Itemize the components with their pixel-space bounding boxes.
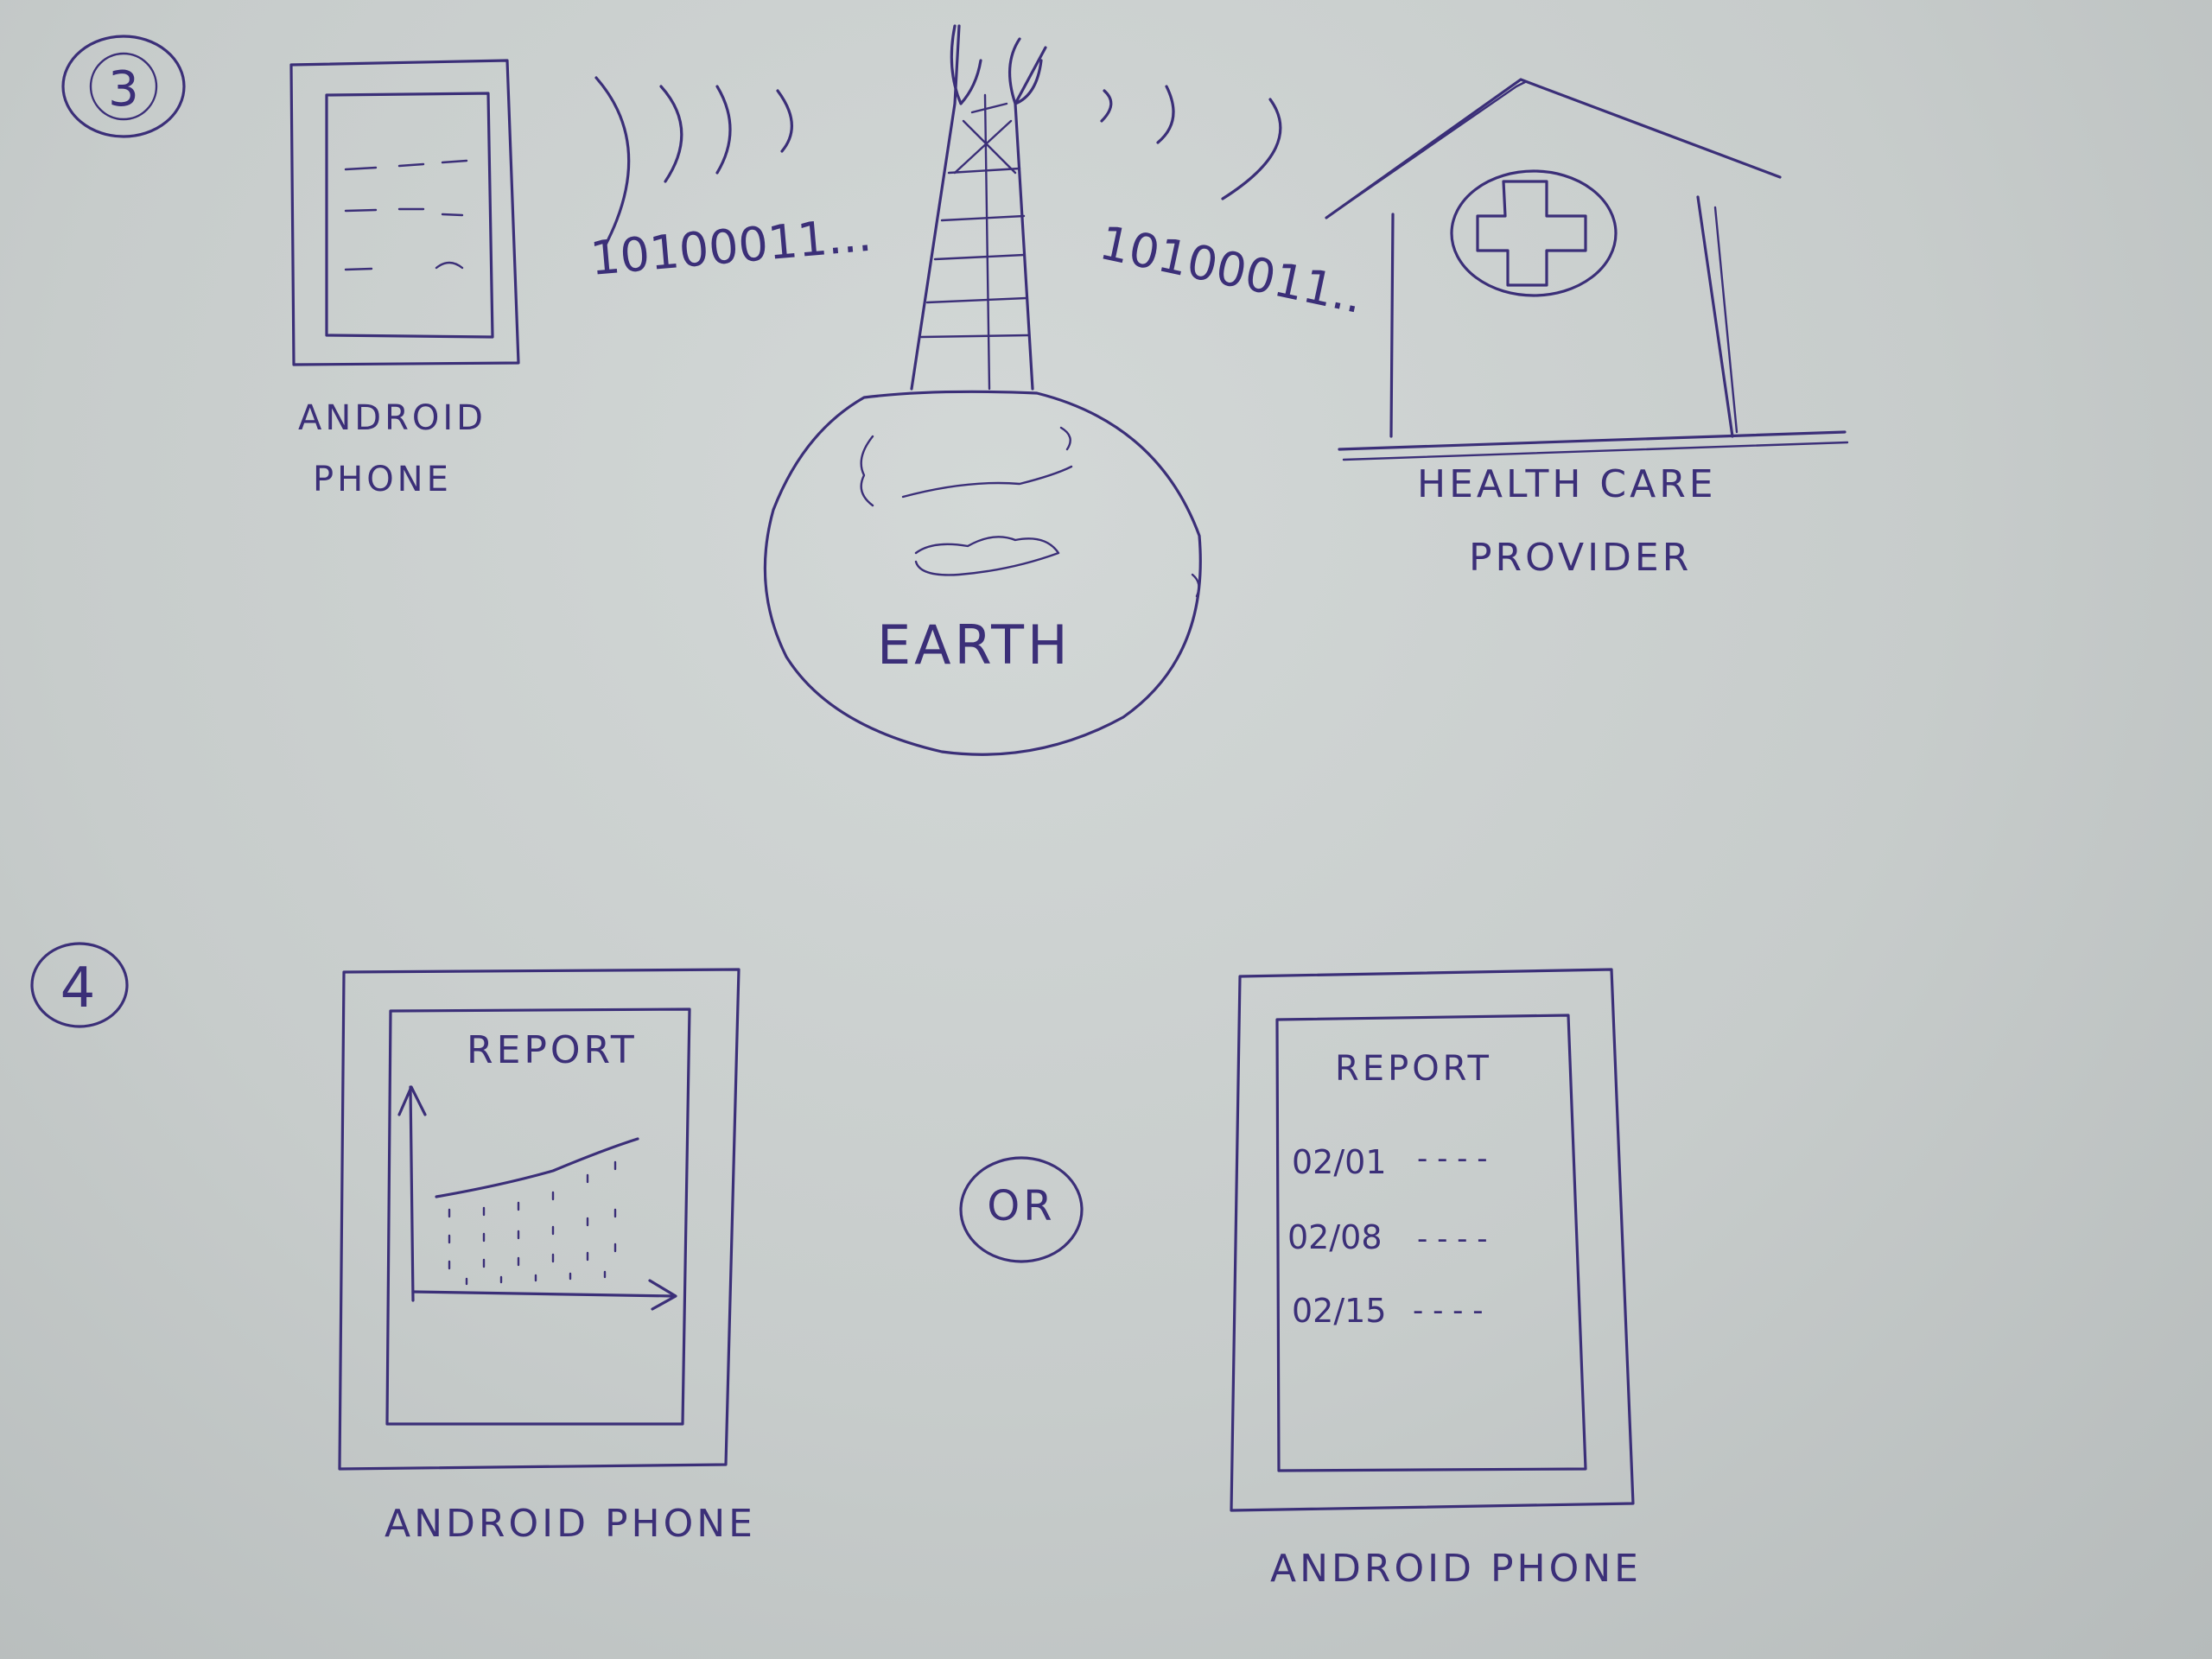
- cell-tower-icon: [910, 24, 1047, 391]
- step-4-number: 4: [60, 957, 96, 1020]
- report-chart-fill: [448, 1160, 617, 1286]
- report-row-date: 02/01: [1292, 1143, 1387, 1181]
- earth-label: EARTH: [877, 613, 1071, 677]
- report-row-value: - - - -: [1413, 1294, 1484, 1328]
- report-list: 02/01 - - - - 02/08 - - - - 02/15 - - - …: [1287, 1141, 1488, 1330]
- report-row: 02/01 - - - -: [1292, 1141, 1488, 1181]
- android-phone-top: [289, 59, 520, 366]
- provider-label-line2: PROVIDER: [1469, 536, 1692, 580]
- report-row: 02/08 - - - -: [1287, 1218, 1488, 1256]
- medical-cross-icon: [1476, 180, 1587, 287]
- provider-label-line1: HEALTH CARE: [1417, 462, 1717, 506]
- signal-waves-left: [594, 76, 793, 248]
- phone-label-line1: ANDROID: [298, 398, 486, 438]
- left-report-title: REPORT: [467, 1028, 638, 1072]
- signal-waves-right: [1100, 85, 1282, 200]
- android-phone-chart: [338, 968, 741, 1471]
- phone-label-line2: PHONE: [313, 460, 452, 499]
- step-3-number: 3: [108, 61, 139, 118]
- report-row-value: - - - -: [1417, 1141, 1488, 1176]
- right-report-title: REPORT: [1335, 1049, 1492, 1089]
- or-divider: OR: [959, 1156, 1084, 1263]
- report-row-date: 02/08: [1287, 1218, 1382, 1256]
- android-phone-list: [1230, 968, 1635, 1512]
- or-label: OR: [987, 1182, 1055, 1230]
- earth-globe-icon: [763, 390, 1202, 756]
- step-4-marker: 4: [30, 942, 129, 1028]
- report-row: 02/15 - - - -: [1292, 1292, 1484, 1330]
- right-phone-label: ANDROID PHONE: [1270, 1547, 1642, 1591]
- hospital-building-icon: [1325, 78, 1849, 461]
- report-row-value: - - - -: [1417, 1222, 1488, 1256]
- report-trend-line: [435, 1137, 639, 1198]
- step-3-marker: 3: [61, 35, 186, 138]
- binary-data-right: 10100011..: [1095, 215, 1368, 324]
- left-phone-label: ANDROID PHONE: [385, 1502, 756, 1546]
- report-row-date: 02/15: [1292, 1292, 1387, 1330]
- phone-screen-lines: [344, 159, 468, 271]
- binary-data-left: 10100011...: [588, 207, 874, 286]
